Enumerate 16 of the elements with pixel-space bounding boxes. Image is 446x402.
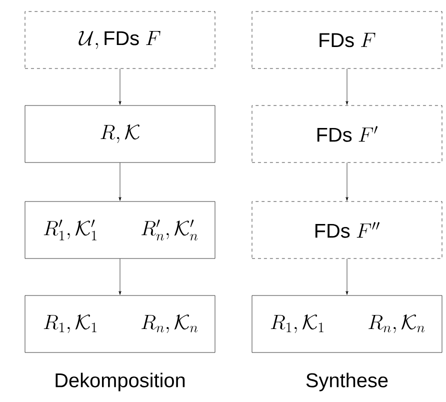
- arrow: [118, 162, 122, 201]
- dashed-box: $\mbox{FDs } F'$: [252, 105, 442, 163]
- process-box: $R_1, \mathcal{K}_1$ $R_n, \mathcal{K}_n$: [24, 295, 216, 353]
- arrow: [346, 258, 348, 295]
- process-box: $R_1, \mathcal{K}_1$ $R_n, \mathcal{K}_n$: [252, 295, 442, 353]
- arrow: [118, 68, 122, 105]
- dashed-box: $\mathcal{U}, \mbox{FDs } F$: [24, 11, 216, 69]
- column-label: Dekomposition: [56, 372, 185, 392]
- process-box: $R, \mathcal{K}$: [24, 105, 216, 163]
- dashed-box: $\mbox{FDs } F''$: [252, 201, 442, 259]
- dashed-box: $\mbox{FDs } F$: [252, 11, 442, 69]
- arrow: [346, 162, 348, 201]
- arrow: [118, 258, 122, 295]
- arrow: [346, 68, 348, 105]
- process-box: $R'_1, \mathcal{K}'_1$ $R'_n, \mathcal{K}'_n$: [24, 201, 216, 259]
- column-label: Synthese: [306, 372, 388, 392]
